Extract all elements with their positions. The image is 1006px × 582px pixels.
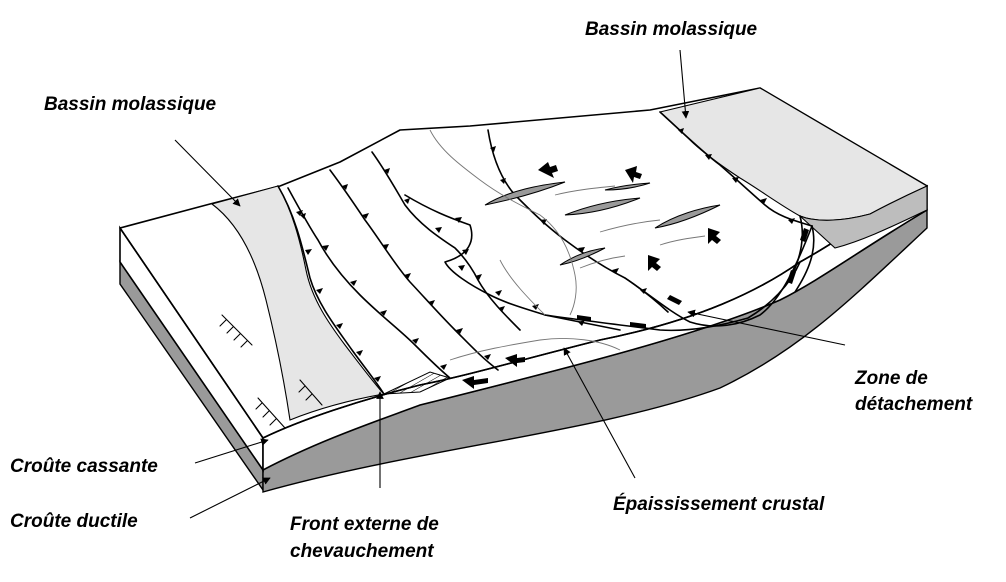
thrust-fault-1 xyxy=(277,185,385,395)
label-front-externe-1: Front externe de xyxy=(290,514,439,535)
thrust-teeth xyxy=(296,128,795,382)
thrust-fault-4 xyxy=(371,151,521,331)
label-front-externe-2: chevauchement xyxy=(290,541,434,562)
leader-lines xyxy=(174,49,846,519)
right-molasse-basin xyxy=(658,87,929,221)
detachment-fault xyxy=(544,261,801,332)
frontal-wedge xyxy=(383,371,452,395)
lenses xyxy=(484,181,721,266)
label-bassin-molassique-left: Bassin molassique xyxy=(44,94,217,115)
label-croute-ductile: Croûte ductile xyxy=(10,511,138,532)
faint-lines xyxy=(429,129,706,361)
label-zone-detachement-2: détachement xyxy=(855,394,973,415)
label-zone-detachement-1: Zone de xyxy=(855,368,928,389)
normal-fault-ticks xyxy=(219,314,323,429)
transport-arrows xyxy=(462,162,809,389)
label-bassin-molassique-top: Bassin molassique xyxy=(585,19,758,40)
thrust-fault-7 xyxy=(659,111,813,227)
thrust-fault-2 xyxy=(287,187,451,379)
thrust-fault-3 xyxy=(329,169,499,371)
label-croute-cassante: Croûte cassante xyxy=(10,456,158,477)
right-basin-side xyxy=(799,185,928,249)
label-epaississement-crustal: Épaississement crustal xyxy=(613,494,825,515)
